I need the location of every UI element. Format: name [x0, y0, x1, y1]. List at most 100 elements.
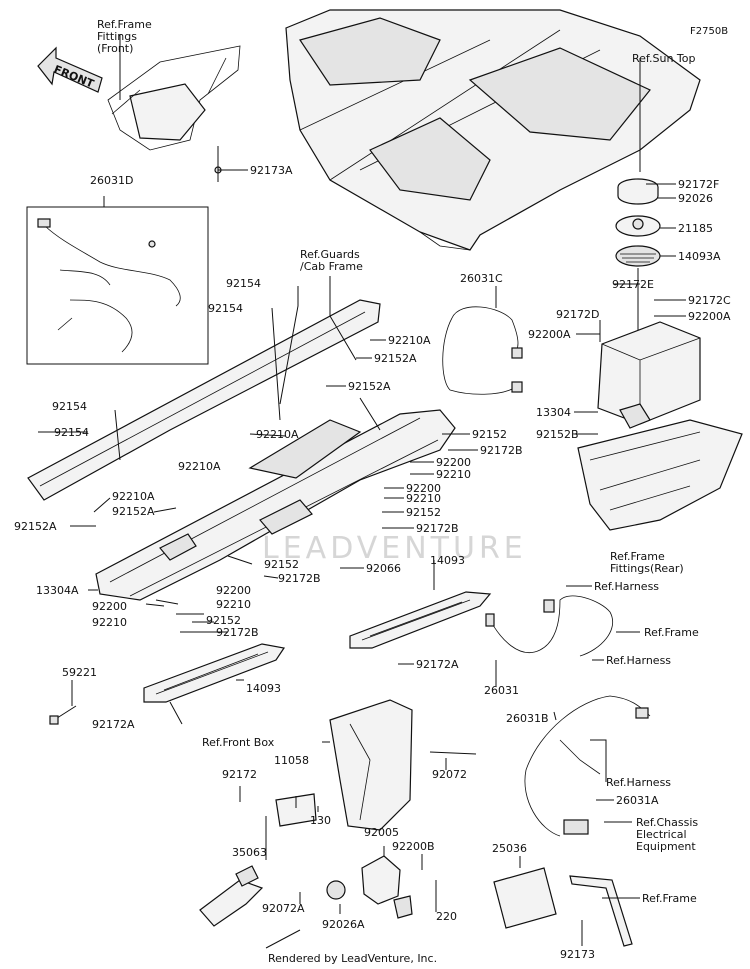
callout-line: 92200: [216, 584, 251, 597]
callout-line: 92200: [92, 600, 127, 613]
callout-130: 130: [310, 814, 331, 827]
callout-line: Electrical: [636, 828, 687, 841]
callout-14093A: 14093A: [678, 250, 721, 263]
callout-92200-b: 92200: [406, 482, 441, 495]
callout-line: 92210A: [388, 334, 431, 347]
callout-92172F: 92172F: [678, 178, 719, 191]
callout-line: 92200: [436, 456, 471, 469]
leader-lines: [38, 34, 686, 946]
callout-92072-a: 92072: [432, 768, 467, 781]
callout-26031A: 26031A: [616, 794, 659, 807]
callout-92152-c: 92152: [264, 558, 299, 571]
callout-92154-c: 92154: [52, 400, 87, 413]
callout-13304: 13304: [536, 406, 571, 419]
callout-line: 13304: [536, 406, 571, 419]
callout-92200-a: 92200: [436, 456, 471, 469]
callout-92210-d: 92210: [216, 598, 251, 611]
callout-line: 92066: [366, 562, 401, 575]
callout-92173: 92173: [560, 948, 595, 961]
harness-26031b: [524, 695, 651, 837]
callout-92152A-b: 92152A: [348, 380, 391, 393]
callout-line: 13304A: [36, 584, 79, 597]
callout-line: 92152A: [112, 505, 155, 518]
callout-line: 92152: [472, 428, 507, 441]
callout-line: 92154: [208, 302, 243, 315]
callout-26031B: 26031B: [506, 712, 549, 725]
callout-line: 92200: [406, 482, 441, 495]
callout-line: 92200A: [528, 328, 571, 341]
callout-92154-a: 92154: [226, 277, 261, 290]
callout-line: Ref.Frame: [610, 550, 665, 563]
callout-92210-b: 92210: [406, 492, 441, 505]
lower-crossbar: [95, 409, 456, 601]
callout-92152A-d: 92152A: [14, 520, 57, 533]
callout-13304A: 13304A: [36, 584, 79, 597]
rod-92072: [429, 751, 477, 755]
callout-220: 220: [436, 910, 457, 923]
front-frame-fittings: [107, 45, 241, 182]
callout-92172B-a: 92172B: [480, 444, 523, 457]
rod-92072a: [265, 929, 301, 949]
harness-26031d-box: [26, 206, 209, 365]
callout-92154-d: 92154: [54, 426, 89, 439]
callout-line: Ref.Harness: [606, 654, 671, 667]
callout-line: Fittings(Rear): [610, 562, 684, 575]
callout-line: 92172B: [416, 522, 459, 535]
sun-top-roof: [285, 9, 701, 251]
harness-26031: [485, 595, 613, 657]
plate-25036: [493, 867, 557, 929]
callout-line: 92154: [52, 400, 87, 413]
callout-92210-c: 92210: [92, 616, 127, 629]
callout-ref-guards: Ref.Guards/Cab Frame: [300, 248, 363, 273]
callout-92152A-a: 92152A: [374, 352, 417, 365]
rear-box: [597, 321, 701, 429]
callout-line: 92173: [560, 948, 595, 961]
callout-14093-a: 14093: [430, 554, 465, 567]
callout-line: Ref.Front Box: [202, 736, 275, 749]
callout-ref-harness-c: Ref.Harness: [606, 776, 671, 789]
callout-line: Ref.Frame: [97, 18, 152, 31]
callout-line: 35063: [232, 846, 267, 859]
callout-11058: 11058: [274, 754, 309, 767]
front-box: [329, 699, 413, 831]
callout-line: 92072: [432, 768, 467, 781]
assembly-92005: [326, 855, 413, 919]
watermark: LEADVENTURE: [262, 531, 527, 566]
callout-line: 21185: [678, 222, 713, 235]
callout-line: Ref.Frame: [642, 892, 697, 905]
callout-line: 92152B: [536, 428, 579, 441]
rear-frame-fittings: [577, 419, 743, 531]
callout-line: 92026: [678, 192, 713, 205]
callout-line: 14093: [430, 554, 465, 567]
callout-92172E: 92172E: [612, 278, 654, 291]
callout-92152B: 92152B: [536, 428, 579, 441]
callout-line: 92172C: [688, 294, 731, 307]
callout-line: 92154: [54, 426, 89, 439]
callout-line: 92005: [364, 826, 399, 839]
callout-line: Ref.Harness: [594, 580, 659, 593]
callout-line: 26031A: [616, 794, 659, 807]
callout-line: 92210: [406, 492, 441, 505]
callout-line: 92210: [92, 616, 127, 629]
callout-line: /Cab Frame: [300, 260, 363, 273]
front-arrow: FRONT: [37, 46, 103, 93]
callout-line: 92172B: [216, 626, 259, 639]
callout-92210A-d: 92210A: [112, 490, 155, 503]
callout-92172B-b: 92172B: [416, 522, 459, 535]
callout-59221: 59221: [62, 666, 97, 679]
callout-line: Equipment: [636, 840, 696, 853]
callout-line: 92026A: [322, 918, 365, 931]
callout-line: 11058: [274, 754, 309, 767]
callout-line: 92172B: [480, 444, 523, 457]
callout-92154-b: 92154: [208, 302, 243, 315]
callout-line: 92173A: [250, 164, 293, 177]
callout-line: 92152: [406, 506, 441, 519]
callout-line: 92154: [226, 277, 261, 290]
callout-line: 92152: [206, 614, 241, 627]
callout-line: 14093: [246, 682, 281, 695]
callout-92172: 92172: [222, 768, 257, 781]
callout-line: 92200B: [392, 840, 435, 853]
